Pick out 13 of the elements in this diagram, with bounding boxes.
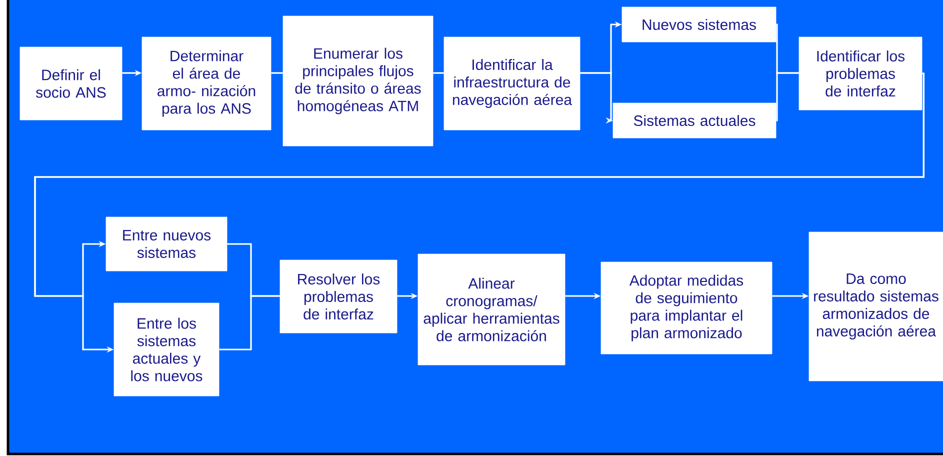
process-box: Determinar el área de armo- nización para los ANS — [142, 36, 272, 130]
process-box: Adoptar medidas de seguimiento para implantar el plan armonizado — [600, 262, 772, 354]
process-box: Entre nuevos sistemas — [106, 216, 228, 272]
process-box: Alinear cronogramas/ aplicar herramientas de armonización — [418, 254, 566, 366]
process-box: Entre los sistemas actuales y los nuevos — [114, 302, 220, 396]
process-box: Identificar la infraestructura de navegación aérea — [444, 36, 580, 130]
process-box: Nuevos sistemas — [622, 6, 776, 42]
process-box: Enumerar los principales flujos de tránsito o áreas homogéneas ATM — [282, 16, 434, 146]
process-box: Resolver los problemas de interfaz — [280, 260, 398, 334]
process-box: Identificar los problemas de interfaz — [798, 36, 922, 110]
process-box: Da como resultado sistemas armonizados de navegación aérea — [808, 232, 943, 382]
process-box: Definir el socio ANS — [20, 46, 122, 120]
process-box: Sistemas actuales — [612, 102, 776, 138]
